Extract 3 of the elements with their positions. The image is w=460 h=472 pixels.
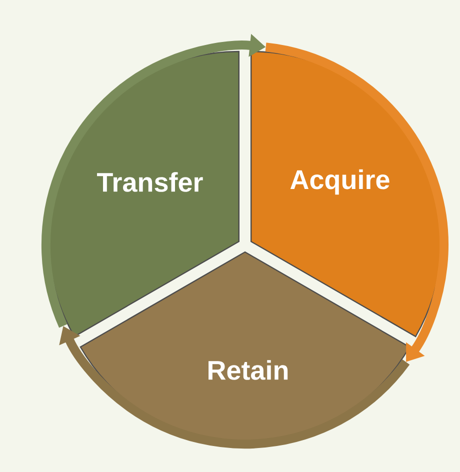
pie-sector: Acquire (250, 50, 442, 338)
pie-sector: Transfer (48, 50, 240, 338)
pie-sector: Retain (80, 251, 410, 443)
